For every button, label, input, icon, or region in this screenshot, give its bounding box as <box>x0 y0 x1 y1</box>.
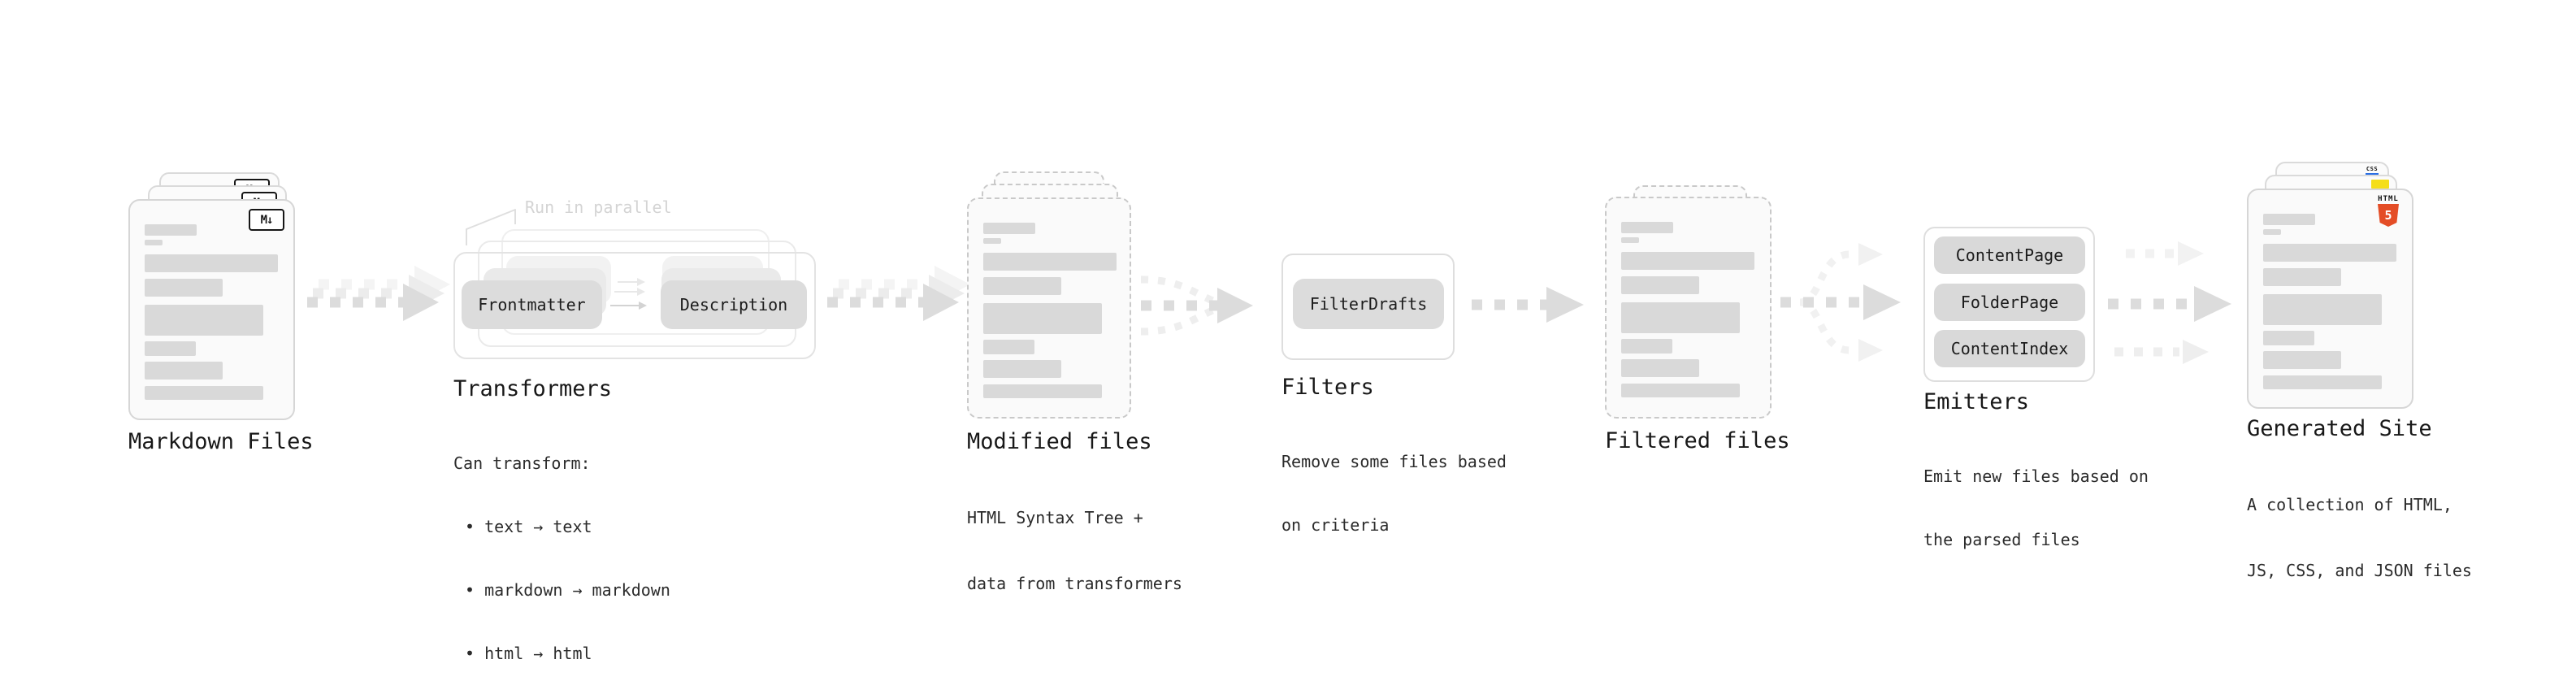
arrow-emitters-to-generated <box>2108 241 2231 364</box>
skeleton-bar <box>2263 229 2281 235</box>
skeleton-bar <box>1621 222 1673 233</box>
css-file-icon: CSS <box>2363 167 2381 176</box>
modified-files-description: HTML Syntax Tree + data from transformer… <box>967 463 1182 639</box>
skeleton-bar <box>2263 331 2314 345</box>
skeleton-bar <box>145 362 223 380</box>
skeleton-bar <box>1621 359 1699 377</box>
skeleton-bar <box>983 253 1117 271</box>
transformers-bullet: • text → text <box>465 517 592 536</box>
transform-arrows <box>610 278 647 310</box>
skeleton-bar <box>1621 252 1754 270</box>
transformers-label: Transformers <box>453 376 613 401</box>
filterdrafts-pill: FilterDrafts <box>1293 279 1444 329</box>
skeleton-bar <box>983 360 1061 378</box>
emitters-desc-line: the parsed files <box>1923 530 2080 549</box>
skeleton-bar <box>1621 384 1740 397</box>
run-in-parallel-leader-line <box>466 209 516 245</box>
modified-files-label: Modified files <box>967 429 1152 454</box>
skeleton-bar <box>983 303 1102 334</box>
emitters-description: Emit new files based on the parsed files <box>1923 423 2149 592</box>
modified-file-card <box>967 197 1131 419</box>
transformers-bullet: • html → html <box>465 644 592 663</box>
css-icon-text: CSS <box>2366 166 2379 172</box>
emitters-label: Emitters <box>1923 389 2030 414</box>
html5-shield: 5 <box>2378 204 2399 227</box>
emitters-desc-line: Emit new files based on <box>1923 466 2149 486</box>
skeleton-bar <box>983 223 1035 234</box>
js-file-icon <box>2371 180 2389 189</box>
transformers-desc-title: Can transform: <box>453 453 591 473</box>
html5-icon-text: HTML <box>2378 195 2399 203</box>
arrow-filtered-to-emitters <box>1780 243 1901 362</box>
skeleton-bar <box>2263 244 2396 262</box>
arrow-transformers-to-modified <box>827 266 970 321</box>
markdown-file-card: M↓ <box>128 199 295 420</box>
filters-desc-line: Remove some files based <box>1281 452 1507 471</box>
skeleton-bar <box>1621 237 1639 243</box>
filtered-files-label: Filtered files <box>1605 428 1790 453</box>
generated-file-card: HTML 5 <box>2247 189 2413 409</box>
description-pill: Description <box>661 280 807 329</box>
skeleton-bar <box>145 240 163 245</box>
skeleton-bar <box>145 386 263 400</box>
file-content-skeleton <box>2263 214 2396 389</box>
generated-desc-line: A collection of HTML, <box>2247 495 2452 514</box>
arrow-markdown-to-transformers <box>307 266 450 321</box>
markdown-icon: M↓ <box>249 209 284 231</box>
skeleton-bar <box>145 279 223 297</box>
run-in-parallel-note: Run in parallel <box>525 197 672 217</box>
arrow-filters-to-filtered <box>1472 287 1584 323</box>
markdown-files-label: Markdown Files <box>128 429 314 454</box>
filters-desc-line: on criteria <box>1281 515 1390 535</box>
frontmatter-pill: Frontmatter <box>462 280 602 329</box>
filtered-file-card <box>1605 197 1772 419</box>
skeleton-bar <box>145 224 197 236</box>
transformer-box <box>453 252 816 359</box>
skeleton-bar <box>2263 375 2382 389</box>
html5-number: 5 <box>2384 208 2392 223</box>
filters-label: Filters <box>1281 375 1374 400</box>
filters-description: Remove some files based on criteria <box>1281 409 1507 578</box>
html5-icon: HTML 5 <box>2373 196 2404 227</box>
modified-desc-line: data from transformers <box>967 574 1182 593</box>
transformers-bullet: • markdown → markdown <box>465 580 670 600</box>
generated-desc-line: JS, CSS, and JSON files <box>2247 561 2472 580</box>
skeleton-bar <box>145 305 263 336</box>
skeleton-bar <box>2263 214 2315 225</box>
skeleton-bar <box>145 254 278 272</box>
skeleton-bar <box>2263 351 2341 369</box>
skeleton-bar <box>983 277 1061 295</box>
contentindex-pill: ContentIndex <box>1934 330 2085 367</box>
arrow-modified-to-filters <box>1140 275 1253 336</box>
transformers-description: Can transform: • text → text • markdown … <box>453 410 670 681</box>
file-content-skeleton <box>145 224 278 400</box>
skeleton-bar <box>2263 294 2382 325</box>
skeleton-bar <box>1621 339 1672 354</box>
skeleton-bar <box>1621 302 1740 333</box>
css-icon-underline <box>2366 173 2379 176</box>
skeleton-bar <box>1621 276 1699 294</box>
skeleton-bar <box>145 341 196 356</box>
contentpage-pill: ContentPage <box>1934 236 2085 274</box>
folderpage-pill: FolderPage <box>1934 284 2085 321</box>
file-content-skeleton <box>1621 222 1754 397</box>
file-content-skeleton <box>983 223 1117 398</box>
skeleton-bar <box>2263 268 2341 286</box>
skeleton-bar <box>983 238 1001 244</box>
generated-site-description: A collection of HTML, JS, CSS, and JSON … <box>2247 450 2472 626</box>
skeleton-bar <box>983 340 1034 354</box>
generated-site-label: Generated Site <box>2247 416 2432 441</box>
skeleton-bar <box>983 384 1102 398</box>
modified-desc-line: HTML Syntax Tree + <box>967 508 1143 527</box>
